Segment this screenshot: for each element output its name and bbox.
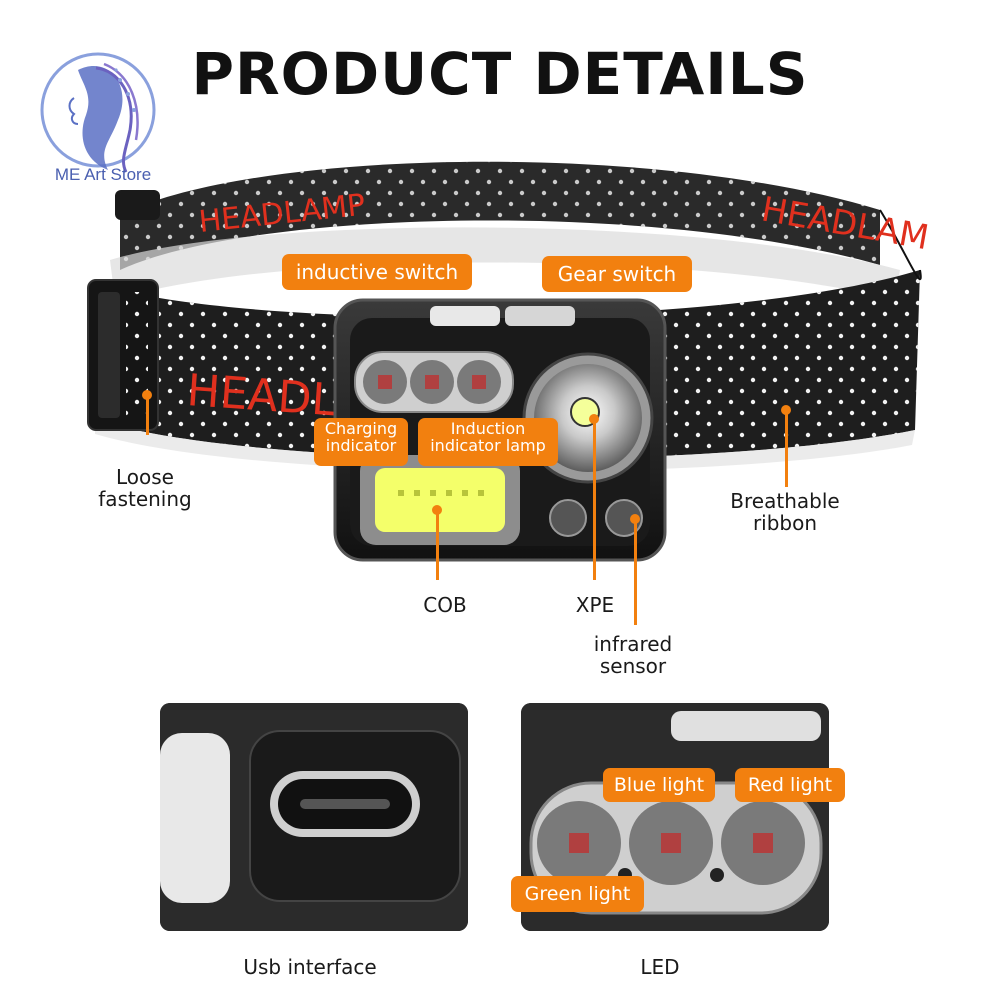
callout-inductive-switch: inductive switch bbox=[282, 254, 472, 290]
label-breathable-ribbon: Breathable ribbon bbox=[730, 489, 840, 535]
pointer-infrared bbox=[634, 520, 637, 625]
usb-detail-photo bbox=[160, 703, 468, 931]
dot-loose bbox=[142, 390, 152, 400]
dot-ribbon bbox=[781, 405, 791, 415]
callout-gear-switch: Gear switch bbox=[542, 256, 692, 292]
band-print-front: HEADL bbox=[185, 365, 338, 426]
dot-cob bbox=[432, 505, 442, 515]
label-infrared-sensor: infrared sensor bbox=[593, 632, 673, 678]
pointer-ribbon bbox=[785, 412, 788, 487]
callout-green-light: Green light bbox=[511, 876, 644, 912]
callout-blue-light: Blue light bbox=[603, 768, 715, 802]
usb-port-icon bbox=[160, 703, 468, 931]
callout-charging-indicator: Charging indicator bbox=[314, 418, 408, 466]
label-led: LED bbox=[640, 955, 680, 979]
label-loose-fastening: Loose fastening bbox=[98, 465, 192, 511]
pointer-xpe bbox=[593, 420, 596, 580]
callout-induction-indicator-lamp: Induction indicator lamp bbox=[418, 418, 558, 466]
label-xpe: XPE bbox=[575, 593, 615, 617]
pointer-loose bbox=[146, 395, 149, 435]
woman-profile-logo-icon bbox=[40, 52, 156, 173]
page-title: PRODUCT DETAILS bbox=[191, 40, 809, 108]
dot-xpe bbox=[589, 414, 599, 424]
label-cob: COB bbox=[423, 593, 467, 617]
label-usb-interface: Usb interface bbox=[243, 955, 377, 979]
headlamp-illustration: HEADLAMP HEADL HEADLAM bbox=[87, 161, 932, 562]
callout-red-light: Red light bbox=[735, 768, 845, 802]
dot-infrared bbox=[630, 514, 640, 524]
pointer-cob bbox=[436, 510, 439, 580]
store-name: ME Art Store bbox=[54, 165, 152, 184]
